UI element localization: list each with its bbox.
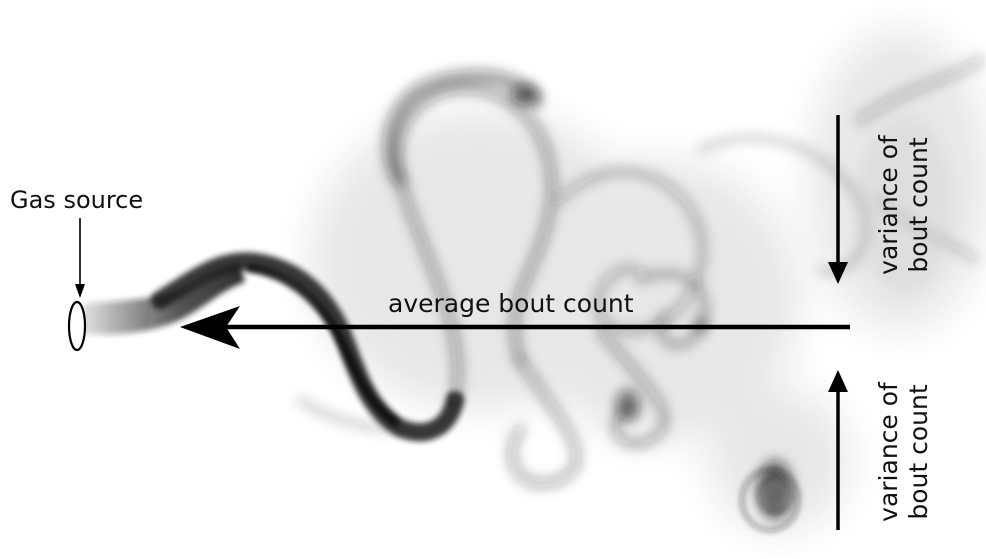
variance-label-bottom-line2: bout count: [904, 384, 933, 520]
variance-label-top-line1: variance of: [874, 135, 903, 275]
variance-label-bottom: variance of bout count: [874, 362, 934, 542]
variance-arrow-bottom: [828, 370, 848, 530]
variance-arrow-top: [828, 115, 848, 284]
smoke-plume: [84, 30, 986, 532]
average-bout-count-arrow: [180, 306, 850, 349]
average-bout-count-label: average bout count: [388, 289, 634, 318]
gas-source-pointer-arrow: [75, 218, 85, 298]
gas-source-label: Gas source: [10, 186, 144, 214]
variance-label-top: variance of bout count: [874, 115, 934, 295]
variance-label-bottom-line1: variance of: [874, 382, 903, 522]
gas-source-ellipse: [67, 300, 87, 352]
variance-label-top-line2: bout count: [904, 137, 933, 273]
